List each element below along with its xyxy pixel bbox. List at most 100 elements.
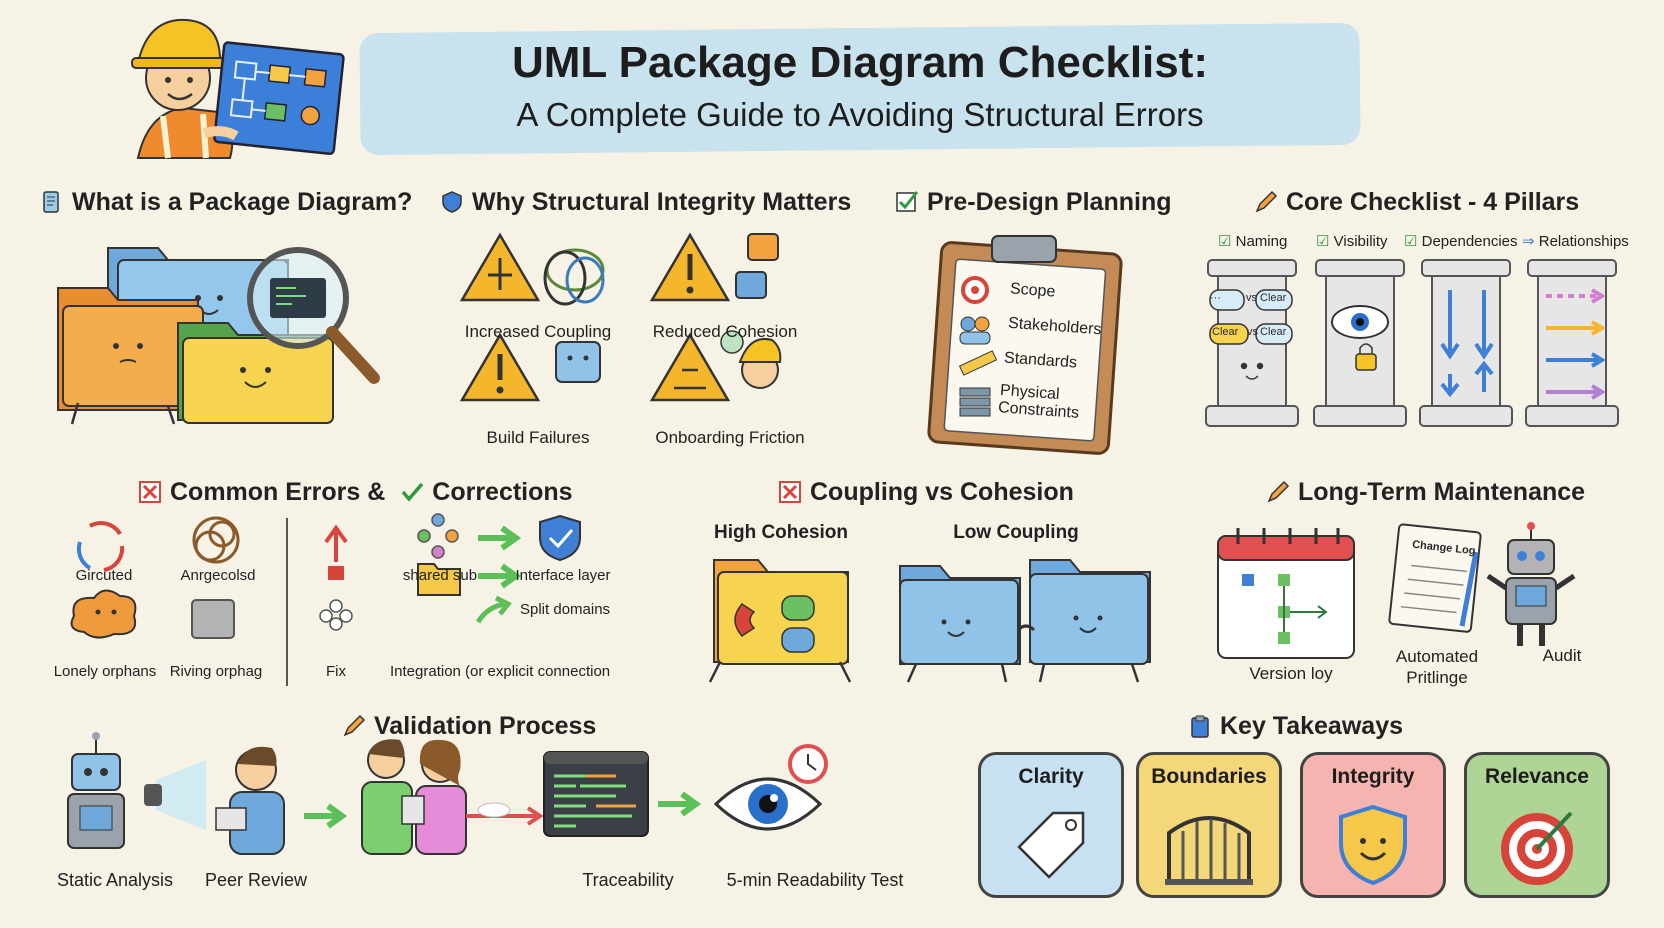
naming-vs-2: vs bbox=[1247, 326, 1258, 338]
robot-icon bbox=[1486, 522, 1576, 646]
pre-design-scope: Scope bbox=[1009, 280, 1056, 301]
section-heading-takeaways: Key Takeaways bbox=[1188, 712, 1403, 741]
puzzle-piece-blue-icon bbox=[555, 341, 601, 383]
grey-puzzle-icon bbox=[191, 599, 235, 639]
tag-icon bbox=[1017, 811, 1085, 879]
green-arrow-up-icon bbox=[475, 595, 512, 624]
warning-icon-coupling bbox=[459, 232, 541, 302]
section-heading-coupling: Coupling vs Cohesion bbox=[778, 478, 1074, 507]
checkbox-icon bbox=[896, 191, 919, 212]
coupling-cohesion-illustration bbox=[708, 559, 1151, 683]
maintenance-illustration bbox=[1217, 522, 1576, 659]
loose-folder-left bbox=[899, 565, 1021, 683]
green-arrow-split-icon bbox=[478, 563, 522, 589]
server-icon bbox=[959, 387, 991, 417]
maintenance-label-automated: Automated Pritlinge bbox=[1395, 647, 1479, 687]
validation-label-peer: Peer Review bbox=[204, 870, 308, 890]
maintenance-label-version: Version loy bbox=[1249, 664, 1333, 683]
split-arrow-icon bbox=[324, 524, 348, 580]
eye-icon bbox=[713, 777, 823, 831]
validation-label-readability: 5-min Readability Test bbox=[726, 870, 904, 890]
folder-orange bbox=[57, 287, 204, 425]
four-pillars-illustration bbox=[1205, 259, 1619, 427]
why-label-build: Build Failures bbox=[486, 428, 590, 447]
warning-icon-onboarding bbox=[649, 332, 731, 402]
eye-icon bbox=[1331, 305, 1389, 339]
pencil-icon bbox=[1267, 480, 1290, 503]
page-subtitle: A Complete Guide to Avoiding Structural … bbox=[516, 96, 1204, 133]
x-box-icon bbox=[779, 481, 801, 503]
error-label-riving: Riving orphag bbox=[169, 663, 263, 680]
takeaway-card-integrity: Integrity bbox=[1300, 752, 1446, 898]
target-icon bbox=[961, 276, 989, 304]
section-heading-core: Core Checklist - 4 Pillars bbox=[1254, 188, 1579, 217]
document-icon bbox=[43, 191, 59, 213]
worker-mascot-illustration bbox=[131, 18, 345, 159]
takeaway-label-boundaries: Boundaries bbox=[1151, 765, 1267, 788]
section-heading-maintenance: Long-Term Maintenance bbox=[1266, 478, 1585, 507]
takeaway-label-clarity: Clarity bbox=[1018, 765, 1084, 788]
warning-icon-build bbox=[459, 332, 541, 402]
correction-label-interface: Interface layer bbox=[515, 567, 611, 584]
cohesive-folder bbox=[708, 559, 852, 683]
maintenance-label-audit: Audit bbox=[1542, 646, 1582, 665]
orphan-blob-icon bbox=[70, 589, 137, 639]
error-label-circular: Gircuted bbox=[75, 567, 133, 584]
shield-check-icon bbox=[539, 514, 581, 562]
pillar-label-dependencies: ☑ Dependencies bbox=[1404, 233, 1518, 250]
clipboard-illustration bbox=[927, 235, 1123, 455]
takeaway-label-relevance: Relevance bbox=[1485, 765, 1589, 788]
pair-review-people-icon bbox=[361, 739, 467, 855]
section-heading-validation: Validation Process bbox=[342, 712, 596, 741]
why-label-onboarding: Onboarding Friction bbox=[655, 428, 805, 447]
change-log-notebook-icon bbox=[1388, 523, 1482, 633]
shield-smile-icon bbox=[1339, 804, 1407, 886]
naming-tag-4: Clear bbox=[1260, 326, 1287, 338]
ruler-icon bbox=[958, 350, 998, 376]
confused-worker-icon bbox=[720, 330, 782, 389]
folders-magnifier-illustration bbox=[57, 247, 380, 425]
warning-icon-cohesion bbox=[649, 232, 731, 302]
magnifier-icon bbox=[247, 247, 380, 384]
error-label-lonely: Lonely orphans bbox=[53, 663, 157, 680]
validation-steps-illustration bbox=[67, 732, 828, 855]
error-label-tangled: Anrgecolsd bbox=[180, 567, 256, 584]
dependency-arrows bbox=[1440, 290, 1494, 398]
green-arrow-icon bbox=[304, 803, 348, 829]
stakeholders-icon bbox=[959, 316, 991, 345]
gate-icon bbox=[1165, 816, 1253, 885]
lock-icon bbox=[1355, 343, 1377, 371]
section-heading-why: Why Structural Integrity Matters bbox=[440, 188, 851, 217]
pillar-label-relationships: ⇒ Relationships bbox=[1522, 233, 1629, 250]
fix-node-icon bbox=[319, 599, 353, 631]
scanner-robot-icon bbox=[67, 732, 206, 849]
section-heading-what: What is a Package Diagram? bbox=[40, 188, 412, 217]
why-warnings-illustration bbox=[459, 232, 782, 402]
section-heading-errors: Common Errors & Corrections bbox=[138, 478, 573, 507]
errors-divider bbox=[286, 518, 288, 686]
clipboard-icon bbox=[1191, 715, 1209, 738]
handshake-link bbox=[1016, 624, 1036, 632]
takeaway-label-integrity: Integrity bbox=[1331, 765, 1415, 788]
page-title: UML Package Diagram Checklist: bbox=[511, 38, 1209, 87]
pillar-label-visibility: ☑ Visibility bbox=[1316, 233, 1388, 250]
tangle-icon bbox=[192, 516, 240, 564]
loose-folder-right bbox=[1029, 559, 1151, 683]
pencil-icon bbox=[343, 714, 366, 737]
coupling-label-low-coupling: Low Coupling bbox=[953, 522, 1079, 543]
takeaway-card-boundaries: Boundaries bbox=[1136, 752, 1282, 898]
takeaway-card-clarity: Clarity bbox=[978, 752, 1124, 898]
coupling-label-high-cohesion: High Cohesion bbox=[713, 522, 849, 543]
takeaway-card-relevance: Relevance bbox=[1464, 752, 1610, 898]
puzzle-pieces-icon bbox=[735, 233, 779, 299]
x-box-icon bbox=[139, 481, 161, 503]
green-arrow-icon bbox=[478, 525, 522, 551]
blueprint-board bbox=[213, 41, 345, 156]
target-icon bbox=[1501, 811, 1573, 885]
naming-vs-1: vs bbox=[1246, 292, 1257, 304]
peer-reviewer-icon bbox=[215, 746, 285, 855]
correction-label-integration: Integration (or explicit connection bbox=[390, 663, 611, 680]
validation-label-traceability: Traceability bbox=[582, 870, 674, 890]
validation-label-static: Static Analysis bbox=[56, 870, 174, 890]
calendar-icon bbox=[1217, 528, 1355, 659]
